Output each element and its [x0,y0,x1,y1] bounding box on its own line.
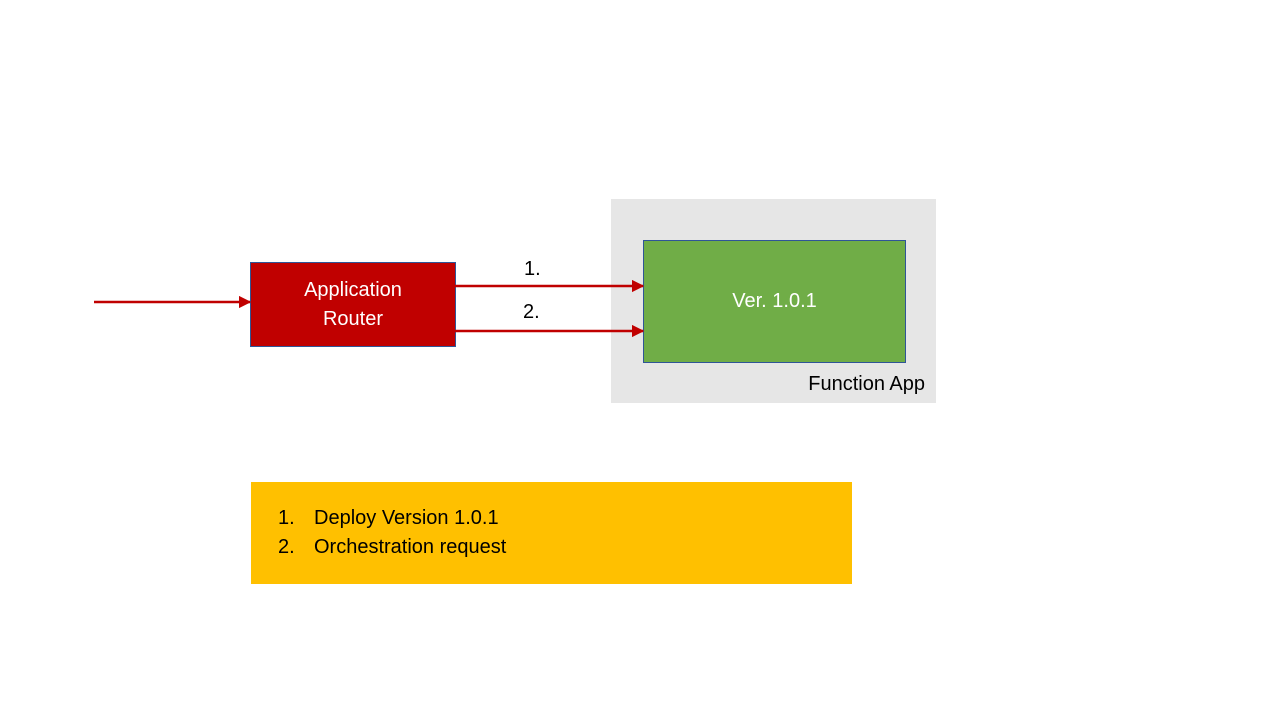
version-box: Ver. 1.0.1 [643,240,906,363]
legend-item: 1. Deploy Version 1.0.1 [278,504,506,533]
version-label: Ver. 1.0.1 [732,290,817,312]
application-router-label: Application Router [304,278,402,330]
legend-item-number: 1. [278,507,295,529]
step-2-label: 2. [523,301,540,323]
legend-item-number: 2. [278,536,295,558]
legend-list: 1. Deploy Version 1.0.1 2. Orchestration… [278,504,506,562]
legend-item: 2. Orchestration request [278,533,506,562]
application-router-box: Application Router [250,262,456,347]
legend-item-text: Deploy Version 1.0.1 [314,507,499,529]
function-app-label: Function App [808,373,925,395]
step-1-label: 1. [524,258,541,280]
legend-item-text: Orchestration request [314,536,507,558]
legend-box: 1. Deploy Version 1.0.1 2. Orchestration… [251,482,852,584]
